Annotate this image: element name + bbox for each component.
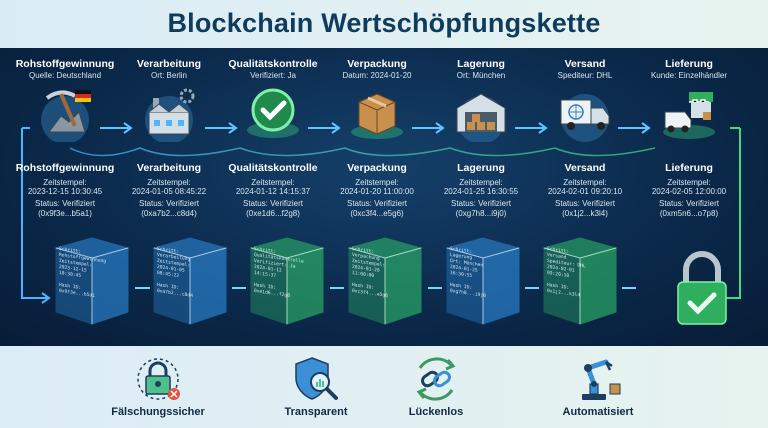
- timestamp-label: Zeitstempel:: [114, 178, 224, 187]
- padlock-check-icon: [672, 248, 732, 328]
- robot-arm-icon: [572, 354, 624, 404]
- timestamp-value: 2024-01-25 16:30:55: [426, 187, 536, 196]
- timestamp-label: Zeitstempel:: [10, 178, 120, 187]
- status-value: Status: Verifiziert: [426, 199, 536, 208]
- stage-detail: Ort: Berlin: [114, 71, 224, 80]
- feature-label: Lückenlos: [366, 406, 506, 418]
- stage-record-name: Qualitätskontrolle: [218, 162, 328, 174]
- stage-name: Verarbeitung: [114, 58, 224, 70]
- feature-tamper-proof: Fälschungssicher: [88, 346, 228, 428]
- mining-pickaxe-icon: [35, 82, 95, 142]
- warehouse-icon: [451, 82, 511, 142]
- stage-detail: Quelle: Deutschland: [10, 71, 120, 80]
- lock-circuit-icon: [132, 354, 184, 404]
- stage-record-name: Versand: [530, 162, 640, 174]
- feature-complete: Lückenlos: [366, 346, 506, 428]
- timestamp-label: Zeitstempel:: [634, 178, 744, 187]
- delivery-van-shop-icon: [659, 82, 719, 142]
- features-bar: Fälschungssicher Transparent Lückenlos: [0, 346, 768, 428]
- hash-value: (0xm5n6...o7p8): [634, 209, 744, 218]
- hash-value: (0x1j2...k3l4): [530, 209, 640, 218]
- status-value: Status: Verifiziert: [10, 199, 120, 208]
- hash-value: (0xg7h8...i9j0): [426, 209, 536, 218]
- feature-automated: Automatisiert: [528, 346, 668, 428]
- stage-name: Verpackung: [322, 58, 432, 70]
- timestamp-label: Zeitstempel:: [426, 178, 536, 187]
- status-value: Status: Verifiziert: [218, 199, 328, 208]
- stage-record-name: Lagerung: [426, 162, 536, 174]
- timestamp-value: 2024-01-20 11:00:00: [322, 187, 432, 196]
- feature-label: Automatisiert: [528, 406, 668, 418]
- feature-label: Fälschungssicher: [88, 406, 228, 418]
- status-value: Status: Verifiziert: [530, 199, 640, 208]
- hash-value: (0xc3f4...e5g6): [322, 209, 432, 218]
- hash-value: (0xe1d6...f2g8): [218, 209, 328, 218]
- status-value: Status: Verifiziert: [114, 199, 224, 208]
- stage-record-name: Lieferung: [634, 162, 744, 174]
- hash-value: (0x9f3e...b5a1): [10, 209, 120, 218]
- stage-detail: Datum: 2024-01-20: [322, 71, 432, 80]
- package-box-icon: [347, 82, 407, 142]
- stage-name: Versand: [530, 58, 640, 70]
- checkmark-icon: [243, 82, 303, 142]
- stage-record-name: Verpackung: [322, 162, 432, 174]
- stage-name: Lieferung: [634, 58, 744, 70]
- stage-name: Lagerung: [426, 58, 536, 70]
- chain-link-cycle-icon: [410, 354, 462, 404]
- status-value: Status: Verifiziert: [322, 199, 432, 208]
- stage-name: Rohstoffgewinnung: [10, 58, 120, 70]
- timestamp-value: 2024-02-01 09:20:10: [530, 187, 640, 196]
- page-title: Blockchain Wertschöpfungskette: [0, 8, 768, 39]
- delivery-truck-icon: [555, 82, 615, 142]
- status-value: Status: Verifiziert: [634, 199, 744, 208]
- stage-detail: Ort: München: [426, 71, 536, 80]
- feature-transparent: Transparent: [246, 346, 386, 428]
- factory-icon: [139, 82, 199, 142]
- stage-record-name: Rohstoffgewinnung: [10, 162, 120, 174]
- shield-magnifier-icon: [290, 354, 342, 404]
- timestamp-value: 2024-01-05 08:45:22: [114, 187, 224, 196]
- timestamp-value: 2023-12-15 10:30:45: [10, 187, 120, 196]
- stage-detail: Verifiziert: Ja: [218, 71, 328, 80]
- feature-label: Transparent: [246, 406, 386, 418]
- stage-record-name: Verarbeitung: [114, 162, 224, 174]
- stage-name: Qualitätskontrolle: [218, 58, 328, 70]
- stage-detail: Kunde: Einzelhändler: [634, 71, 744, 80]
- timestamp-label: Zeitstempel:: [322, 178, 432, 187]
- timestamp-label: Zeitstempel:: [218, 178, 328, 187]
- timestamp-label: Zeitstempel:: [530, 178, 640, 187]
- hash-value: (0xa7b2...c8d4): [114, 209, 224, 218]
- stage-detail: Spediteur: DHL: [530, 71, 640, 80]
- timestamp-value: 2024-02-05 12:00:00: [634, 187, 744, 196]
- timestamp-value: 2024-01-12 14:15:37: [218, 187, 328, 196]
